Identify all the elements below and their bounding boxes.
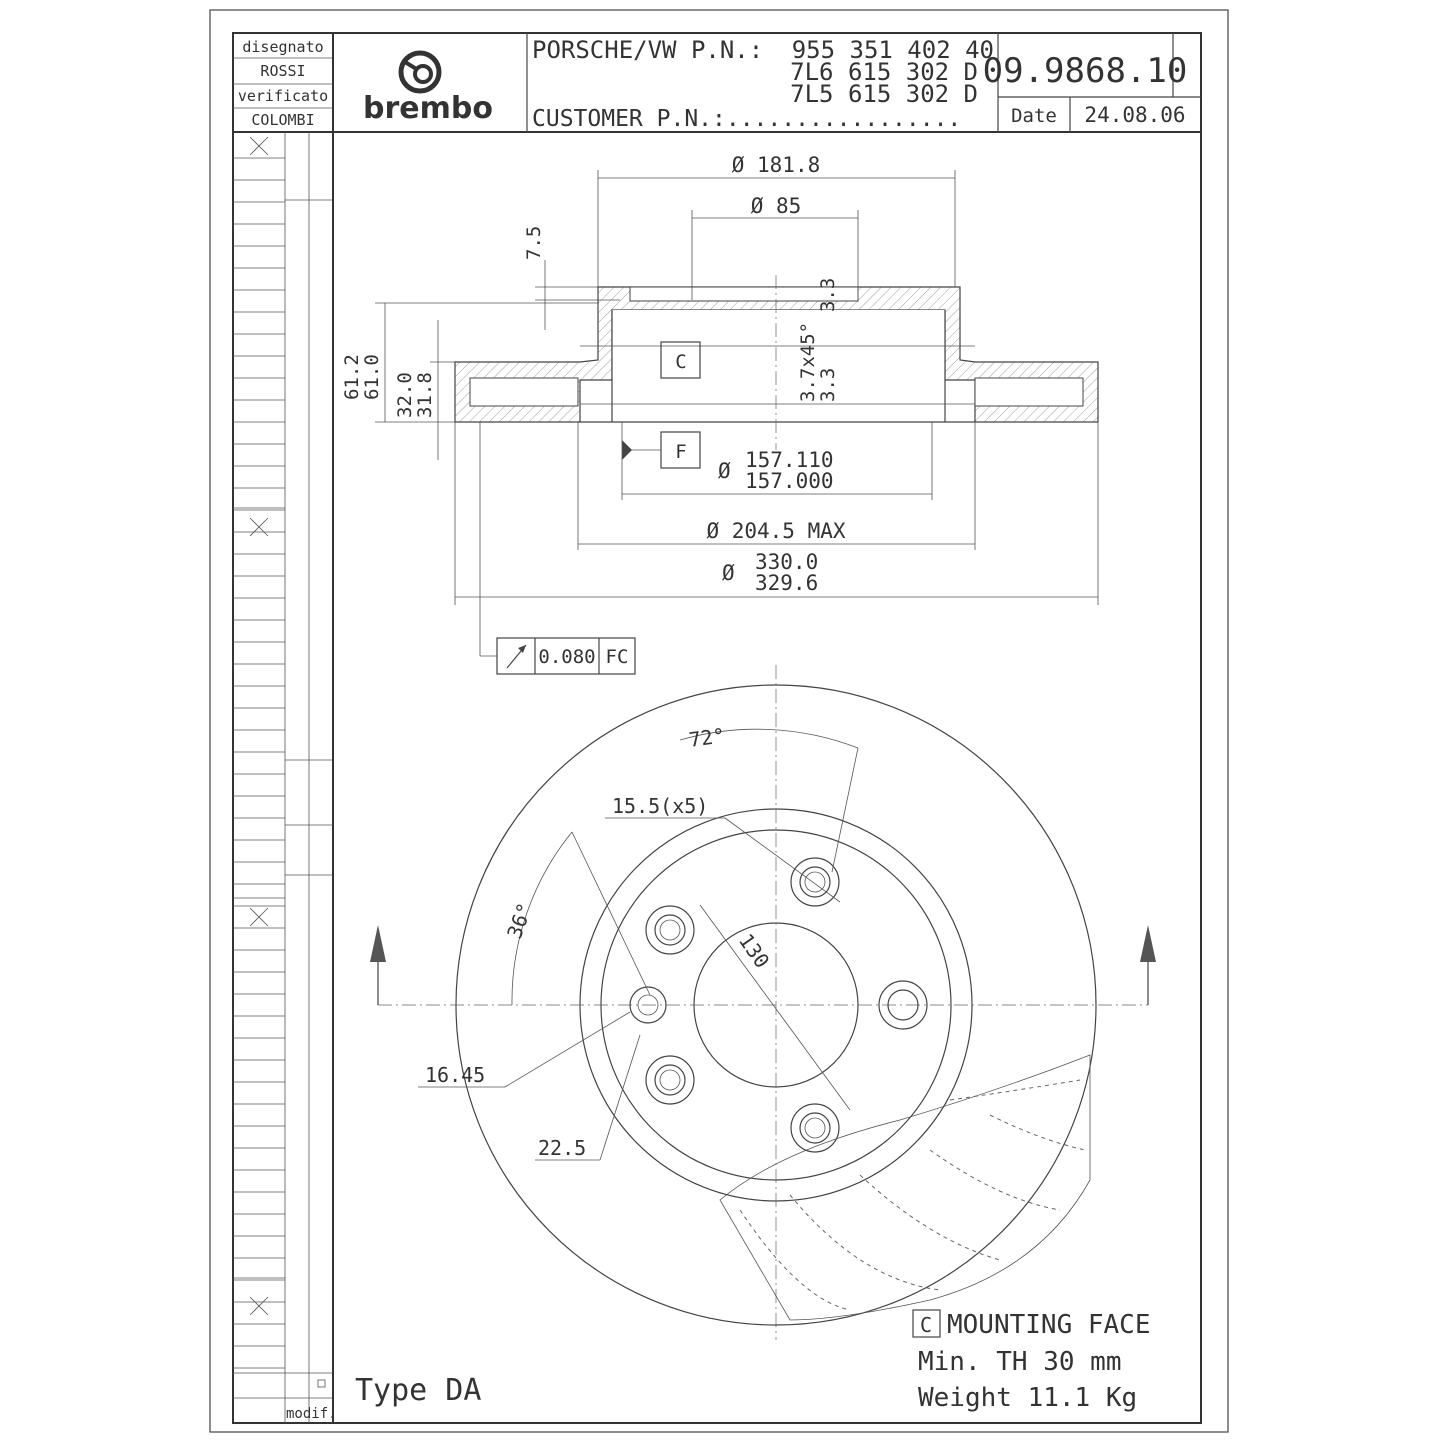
- checked-by: COLOMBI: [251, 111, 314, 129]
- drilled-slots: [739, 1079, 1086, 1311]
- date-label: Date: [1011, 105, 1057, 127]
- dim-chamfer-3-3-b: 3.3: [817, 278, 839, 312]
- outer-frame: [209, 9, 1229, 1433]
- brembo-logo-icon: [398, 50, 442, 94]
- plan-view: 72° 36° 15.5(x5) 130 16.45 22.5: [370, 665, 1156, 1340]
- dim-330-lower: 329.6: [755, 571, 818, 595]
- part-number: 09.9868.10: [983, 51, 1188, 91]
- revision-cross-icon: [249, 517, 269, 537]
- mounting-face-note: MOUNTING FACE: [947, 1310, 1151, 1340]
- min-thickness-note: Min. TH 30 mm: [918, 1347, 1122, 1377]
- revision-cross-icon: [249, 907, 269, 927]
- dim-height-61-0: 61.0: [361, 354, 383, 400]
- oem-number-3: 7L5 615 302 D: [790, 80, 978, 108]
- pcd-dimension: 130: [734, 929, 774, 972]
- section-view: Ø 181.8 Ø 85 7.5 61.2 61.0 32.0 31.8 3.7…: [341, 153, 1099, 675]
- section-arrow-left-icon: [370, 925, 386, 1005]
- dim-height-31-8: 31.8: [414, 372, 436, 418]
- title-block: disegnato ROSSI verificato COLOMBI bremb…: [233, 33, 1201, 1423]
- dim-diameter-symbol-330: Ø: [722, 561, 735, 585]
- mounting-box-letter: C: [920, 1313, 932, 1337]
- drawn-by: ROSSI: [260, 62, 305, 80]
- dim-diameter-symbol: Ø: [718, 459, 731, 483]
- dim-22-5: 22.5: [538, 1136, 586, 1160]
- angle-36: 36°: [502, 900, 537, 942]
- date-value: 24.08.06: [1084, 103, 1185, 127]
- dim-height-61-2: 61.2: [341, 354, 363, 400]
- angle-72: 72°: [687, 723, 726, 752]
- mounting-face-symbol: [912, 1309, 941, 1338]
- bolt-hole: [645, 905, 695, 955]
- datum-c-box: [660, 341, 701, 379]
- datum-c: C: [675, 351, 686, 373]
- weight-note: Weight 11.1 Kg: [918, 1383, 1137, 1413]
- runout-arrow-icon: [506, 644, 527, 669]
- vent-channel-right: [974, 377, 1084, 407]
- drawn-label: disegnato: [242, 38, 323, 56]
- dim-330-upper: 330.0: [755, 550, 818, 574]
- wheel-pin-hole: [629, 986, 667, 1024]
- inner-frame: [232, 32, 1202, 1424]
- oem-number-2: 7L6 615 302 D: [790, 58, 978, 86]
- dim-diameter-204: Ø 204.5 MAX: [706, 519, 845, 543]
- dim-chamfer: 3.7x45°: [797, 322, 819, 402]
- revision-strip: modif.: [233, 132, 337, 1423]
- dim-height-7-5: 7.5: [523, 226, 545, 260]
- dim-diameter-181: Ø 181.8: [732, 153, 821, 177]
- bolt-hole: [878, 980, 928, 1030]
- dim-157-upper: 157.110: [745, 448, 834, 472]
- dim-diameter-85: Ø 85: [751, 194, 802, 218]
- revision-cross-icon: [249, 136, 269, 156]
- modif-label: modif.: [286, 1406, 337, 1422]
- oem-label: PORSCHE/VW P.N.:: [532, 36, 763, 64]
- tolerance-ref: FC: [606, 646, 629, 668]
- datum-f: F: [675, 441, 686, 463]
- drilled-pattern-region: [719, 1054, 1091, 1321]
- revision-cross-icon: [249, 1296, 269, 1316]
- section-arrow-right-icon: [1140, 925, 1156, 1005]
- dim-157-lower: 157.000: [745, 469, 834, 493]
- oem-number-1: 955 351 402 40: [792, 36, 994, 64]
- notes: C MOUNTING FACE Min. TH 30 mm Weight 11.…: [355, 1309, 1151, 1413]
- type-note: Type DA: [355, 1373, 481, 1408]
- dim-height-32-0: 32.0: [394, 372, 416, 418]
- dim-16-45: 16.45: [425, 1063, 485, 1087]
- brand-name: brembo: [363, 91, 493, 126]
- dim-chamfer-3-3: 3.3: [817, 368, 839, 402]
- bolt-hole: [790, 857, 840, 907]
- tolerance-value: 0.080: [538, 646, 595, 668]
- bolt-hole: [790, 1103, 840, 1153]
- runout-tolerance-frame: [496, 637, 636, 675]
- bolt-hole: [645, 1055, 695, 1105]
- hole-label: 15.5(x5): [612, 794, 708, 818]
- vent-channel-left: [469, 377, 579, 407]
- checked-label: verificato: [238, 87, 328, 105]
- customer-pn-label: CUSTOMER P.N.:.................: [532, 106, 961, 132]
